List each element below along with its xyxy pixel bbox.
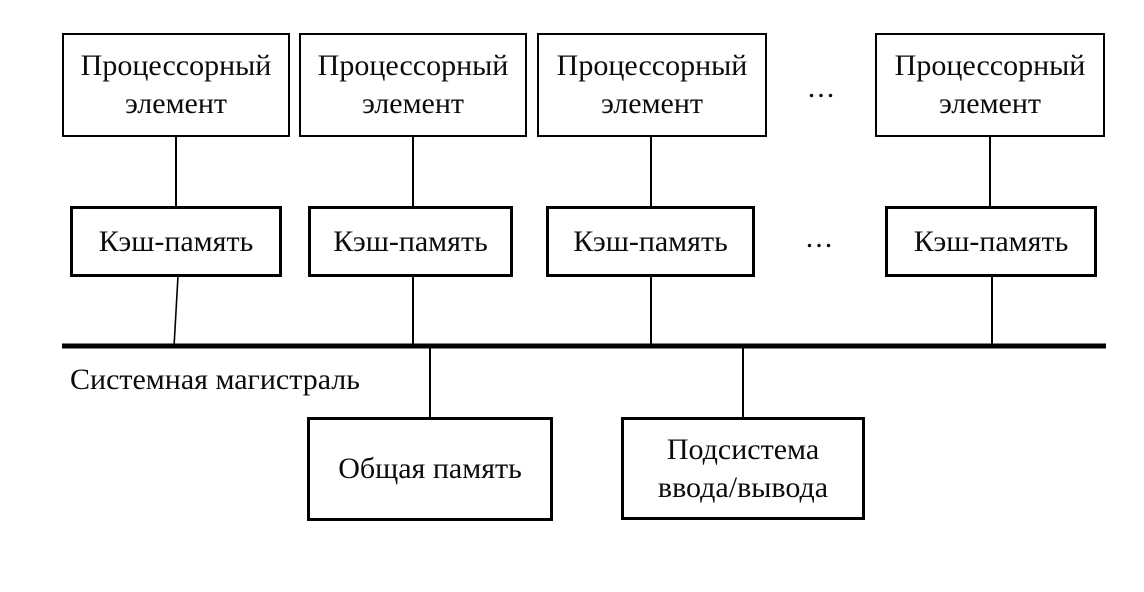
system-bus-label: Системная магистраль	[70, 363, 360, 396]
ellipsis-caches: ...	[805, 221, 835, 254]
shared-memory-box: Общая память	[307, 417, 553, 521]
cache1-bus-link	[173, 275, 179, 348]
cache-memory-box-4: Кэш-память	[885, 206, 1097, 277]
processor-element-box-2: Процессорный элемент	[299, 33, 527, 137]
io-subsystem-box: Подсистема ввода/вывода	[621, 417, 865, 520]
cache-memory-box-3: Кэш-память	[546, 206, 755, 277]
cache-memory-box-2: Кэш-память	[308, 206, 513, 277]
cache-memory-box-1: Кэш-память	[70, 206, 282, 277]
processor-element-box-4: Процессорный элемент	[875, 33, 1105, 137]
ellipsis-processors: ...	[807, 71, 837, 104]
processor-element-box-3: Процессорный элемент	[537, 33, 767, 137]
processor-element-box-1: Процессорный элемент	[62, 33, 290, 137]
